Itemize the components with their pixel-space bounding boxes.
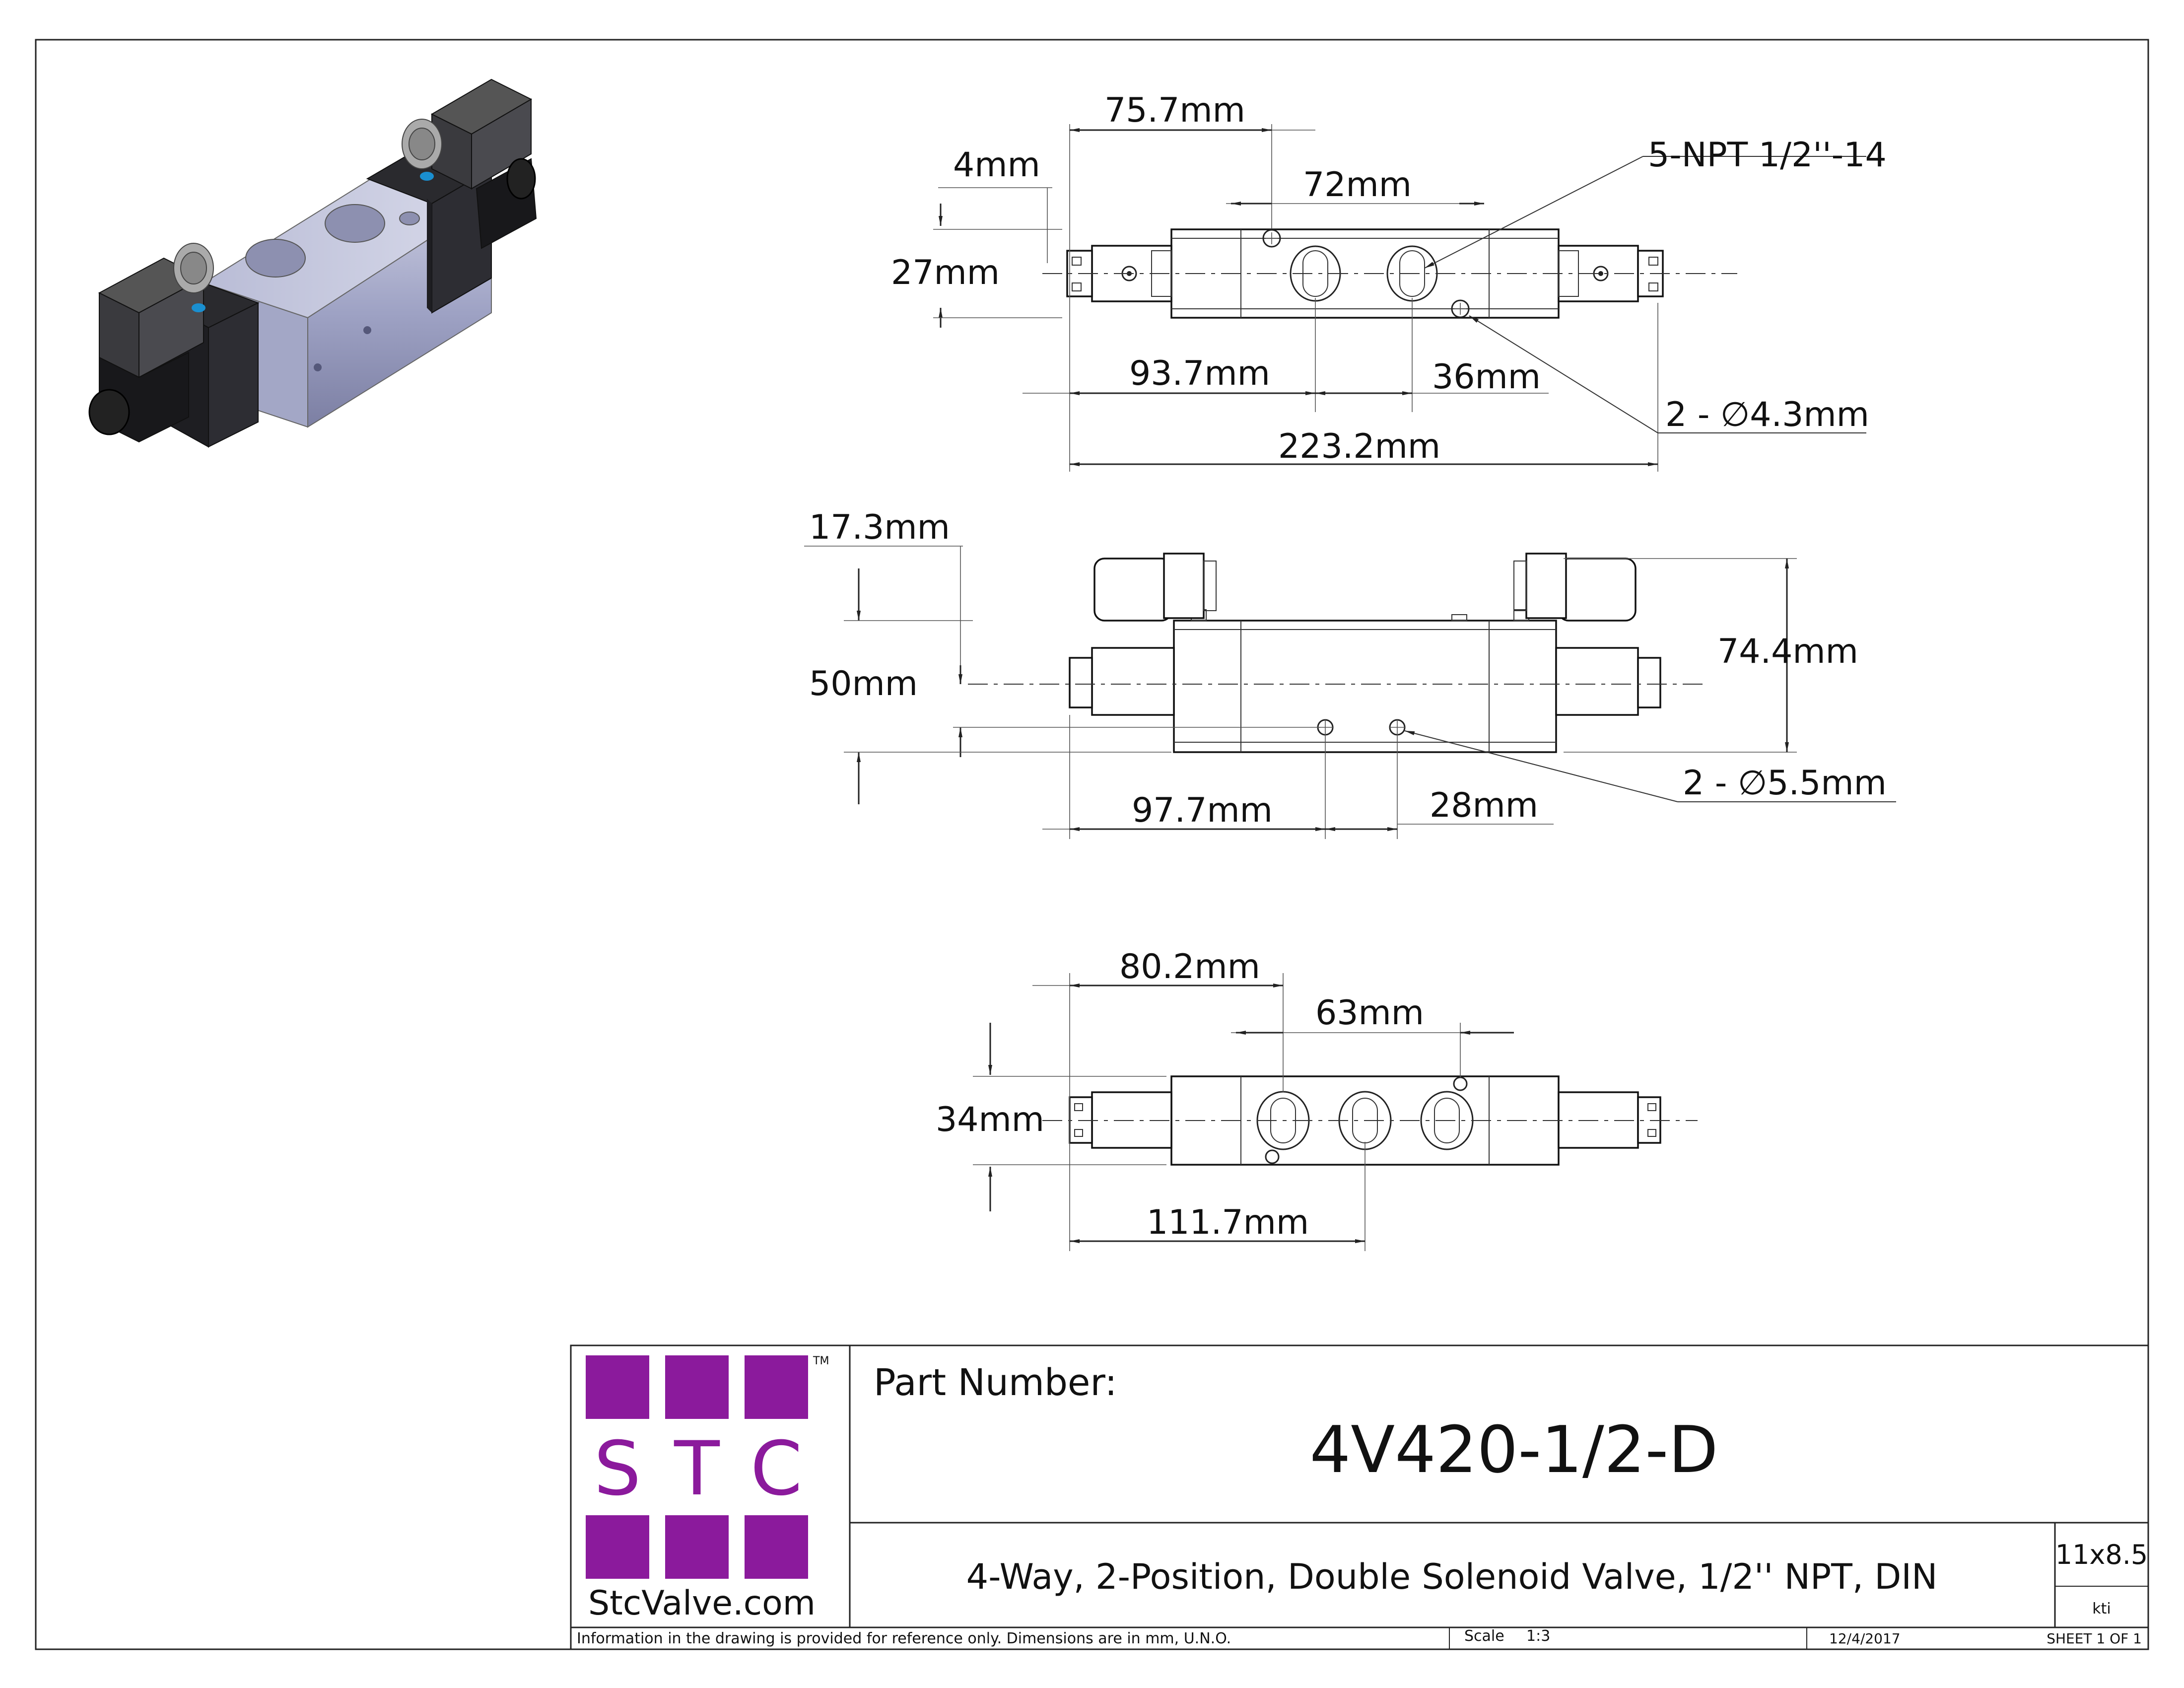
bottom-dim-63: 63mm [1315,993,1424,1033]
drawing-date: 12/4/2017 [1829,1630,1901,1647]
logo-trademark: TM [813,1355,829,1367]
bottom-view: 80.2mm 63mm 34mm 111.7mm [936,947,1698,1251]
title-block: S T C TM StcValve.com Part Number: 4V420… [570,1344,2149,1650]
front-view: 17.3mm 50mm 74.4mm 97.7mm 28mm 2 - ∅5.5m… [804,508,1896,839]
bottom-dim-80-2: 80.2mm [1119,947,1260,986]
part-number-label: Part Number: [874,1361,1117,1404]
front-dim-97-7: 97.7mm [1132,791,1273,830]
front-dim-17-3: 17.3mm [809,508,950,547]
top-dim-36: 36mm [1432,357,1541,397]
part-number: 4V420-1/2-D [1310,1412,1718,1487]
part-description: 4-Way, 2-Position, Double Solenoid Valve… [966,1556,1938,1597]
top-dim-93-7: 93.7mm [1129,354,1270,393]
top-callout-holes: 2 - ∅4.3mm [1665,395,1869,434]
sheet-number: SHEET 1 OF 1 [2047,1630,2142,1647]
stc-logo: S T C TM [586,1355,829,1579]
logo-letter-s: S [594,1426,641,1512]
logo-letter-t: T [674,1426,720,1512]
front-callout-holes: 2 - ∅5.5mm [1683,764,1887,803]
top-dim-223-2: 223.2mm [1278,427,1440,466]
top-dim-27: 27mm [891,253,1000,292]
sheet-size: 11x8.5 [2055,1539,2148,1570]
top-view: 75.7mm 4mm 72mm 27mm 93.7mm 36mm 223.2mm… [891,91,1887,472]
front-dim-28: 28mm [1430,786,1538,825]
scale-label: Scale [1464,1627,1504,1645]
website-label: StcValve.com [588,1584,816,1623]
isometric-valve-render [88,78,537,448]
scale-value: 1:3 [1526,1627,1550,1645]
top-dim-4: 4mm [953,145,1040,185]
disclaimer-note: Information in the drawing is provided f… [577,1630,1231,1647]
bottom-dim-34: 34mm [936,1100,1044,1139]
top-callout-ports: 5-NPT 1/2''-14 [1648,136,1887,175]
front-dim-74-4: 74.4mm [1717,632,1858,671]
drawn-by: kti [2092,1600,2111,1618]
front-dim-50: 50mm [809,664,918,703]
top-dim-75-7: 75.7mm [1104,91,1245,130]
top-dim-72: 72mm [1303,165,1412,205]
logo-letter-c: C [751,1426,803,1512]
bottom-dim-111-7: 111.7mm [1147,1203,1309,1242]
